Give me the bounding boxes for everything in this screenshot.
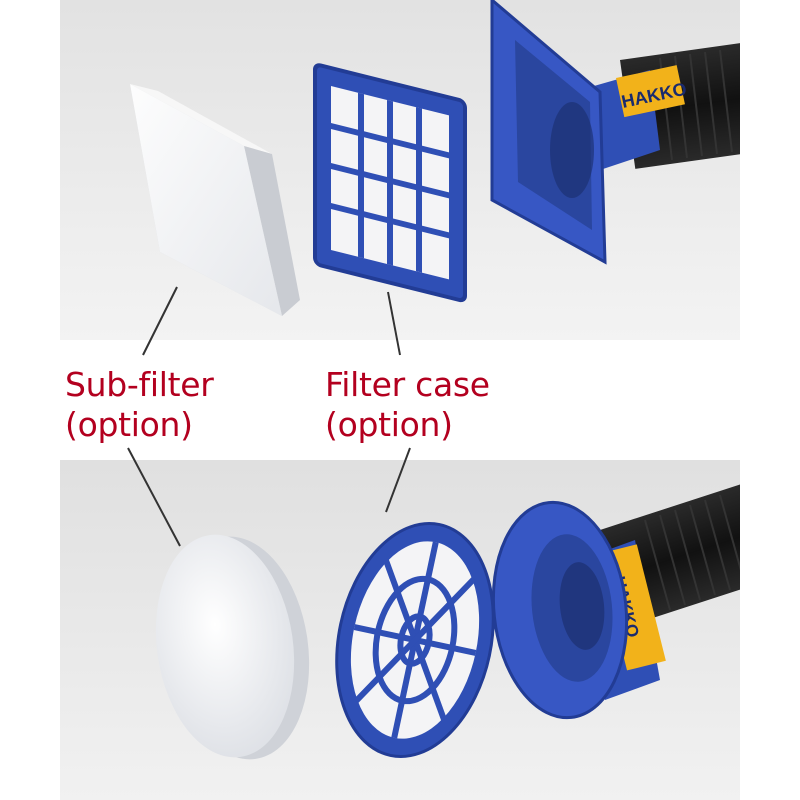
filter-case-label: Filter case — [325, 365, 490, 404]
filter-case-option-label: (option) — [325, 405, 453, 444]
top-product-photo: HAKKO — [60, 0, 740, 340]
round-filter-case — [335, 522, 495, 758]
bottom-product-photo: HAKKO — [60, 460, 740, 800]
round-nozzle-with-hose: HAKKO — [491, 480, 740, 720]
sub-filter-label: Sub-filter — [65, 365, 214, 404]
round-sub-filter — [155, 534, 310, 760]
rect-nozzle-with-hose: HAKKO — [490, 0, 740, 265]
rect-filter-case — [313, 63, 467, 303]
filter-case-caption: Filter case (option) — [325, 365, 490, 445]
sub-filter-option-label: (option) — [65, 405, 193, 444]
rect-sub-filter — [130, 84, 300, 316]
sub-filter-caption: Sub-filter (option) — [65, 365, 214, 445]
